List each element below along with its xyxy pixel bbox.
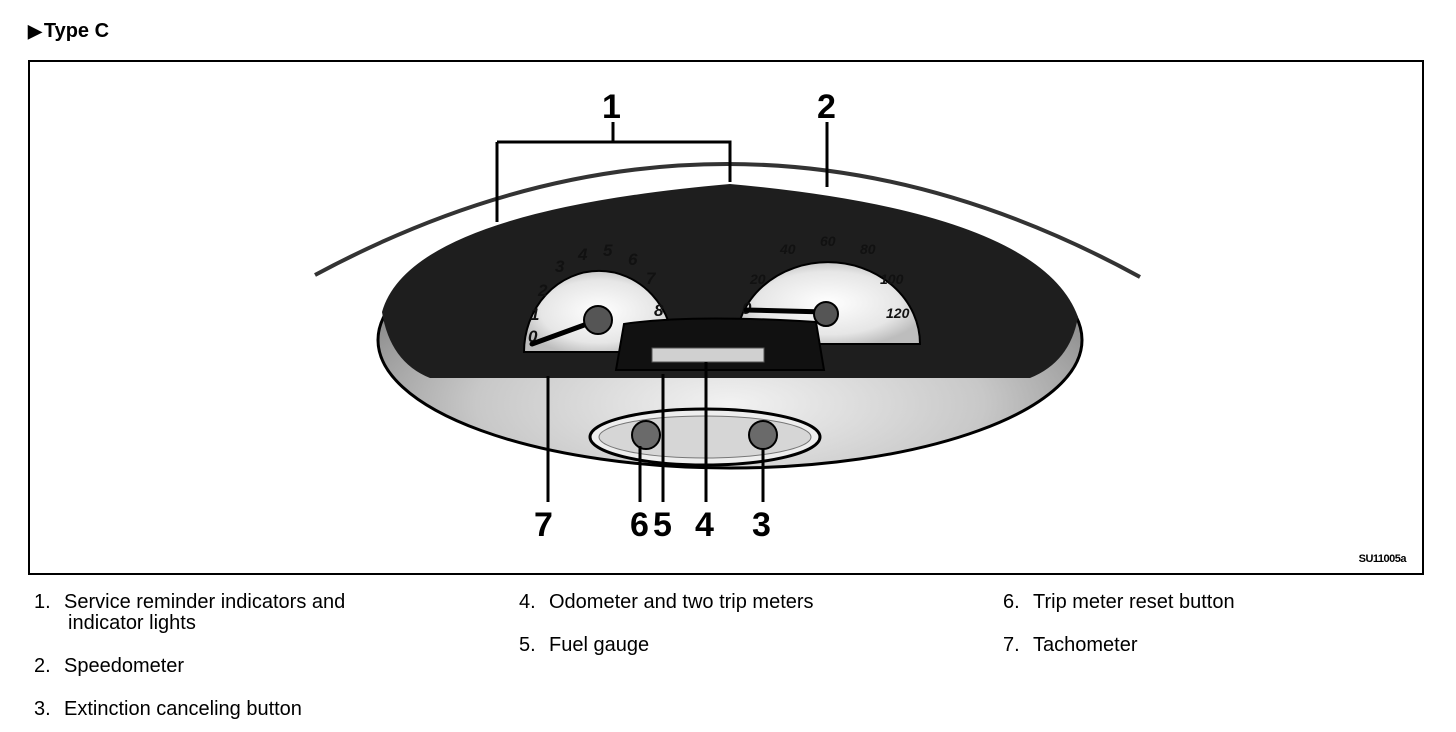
callout-2: 2 bbox=[817, 88, 836, 126]
tach-num-4: 4 bbox=[577, 245, 588, 264]
legend-number: 4. bbox=[519, 591, 536, 613]
speed-num-60: 60 bbox=[820, 233, 836, 249]
legend-number: 1. bbox=[34, 591, 51, 613]
instrument-cluster-diagram: 0 1 2 3 4 5 6 7 8 0 20 40 60 80 100 120 bbox=[314, 88, 1141, 544]
legend-item-7: 7. Tachometer bbox=[1003, 635, 1138, 656]
legend-item-5: 5. Fuel gauge bbox=[519, 635, 649, 656]
callout-7: 7 bbox=[534, 506, 553, 544]
tach-num-8: 8 bbox=[654, 301, 664, 320]
callout-line-1 bbox=[495, 122, 732, 222]
speed-num-120: 120 bbox=[886, 305, 910, 321]
tach-num-2: 2 bbox=[537, 281, 548, 300]
legend-number: 3. bbox=[34, 698, 51, 720]
tach-num-0: 0 bbox=[528, 327, 538, 346]
legend-number: 6. bbox=[1003, 591, 1020, 613]
speed-num-40: 40 bbox=[779, 241, 796, 257]
tach-num-5: 5 bbox=[603, 241, 613, 260]
legend-number: 7. bbox=[1003, 634, 1020, 656]
triangle-marker-icon: ▶ bbox=[28, 21, 42, 41]
legend-text: Fuel gauge bbox=[549, 634, 650, 656]
speed-hub bbox=[813, 301, 839, 327]
tach-num-3: 3 bbox=[555, 257, 565, 276]
section-heading-text: Type C bbox=[43, 20, 110, 42]
callout-3: 3 bbox=[752, 506, 771, 544]
legend-item-1: 1. Service reminder indicators and indica… bbox=[34, 592, 345, 634]
section-heading: ▶ Type C bbox=[28, 20, 109, 43]
tach-num-6: 6 bbox=[628, 250, 638, 269]
legend-item-6: 6. Trip meter reset button bbox=[1003, 592, 1235, 613]
legend-number: 2. bbox=[34, 655, 51, 677]
legend-text: Speedometer bbox=[64, 655, 185, 677]
speed-num-20: 20 bbox=[749, 271, 766, 287]
legend-text: Extinction canceling button bbox=[64, 698, 302, 720]
callout-6: 6 bbox=[630, 506, 649, 544]
legend-item-4: 4. Odometer and two trip meters bbox=[519, 592, 814, 613]
tach-num-1: 1 bbox=[530, 305, 539, 324]
tachometer-dial: 0 1 2 3 4 5 6 7 8 bbox=[522, 241, 676, 353]
callout-4: 4 bbox=[695, 506, 714, 544]
tach-num-7: 7 bbox=[646, 269, 657, 288]
legend-text-continued: indicator lights bbox=[68, 612, 196, 634]
trip-reset-button-knob bbox=[631, 420, 661, 450]
legend-item-3: 3. Extinction canceling button bbox=[34, 699, 302, 720]
speed-num-80: 80 bbox=[860, 241, 876, 257]
speed-needle bbox=[743, 307, 829, 315]
legend-text: Tachometer bbox=[1033, 634, 1138, 656]
legend-item-2: 2. Speedometer bbox=[34, 656, 184, 677]
tach-hub bbox=[583, 305, 613, 335]
speed-num-100: 100 bbox=[880, 271, 904, 287]
callout-5: 5 bbox=[653, 506, 672, 544]
legend-text: Odometer and two trip meters bbox=[549, 591, 814, 613]
image-code: SU11005a bbox=[1358, 553, 1407, 565]
callout-1: 1 bbox=[602, 88, 621, 126]
diagram-frame: 0 1 2 3 4 5 6 7 8 0 20 40 60 80 100 120 bbox=[28, 60, 1424, 575]
extinction-cancel-button-knob bbox=[748, 420, 778, 450]
legend-number: 5. bbox=[519, 634, 536, 656]
legend-text: Trip meter reset button bbox=[1033, 591, 1235, 613]
legend-text: Service reminder indicators and bbox=[64, 591, 346, 613]
odometer-window bbox=[651, 347, 765, 363]
